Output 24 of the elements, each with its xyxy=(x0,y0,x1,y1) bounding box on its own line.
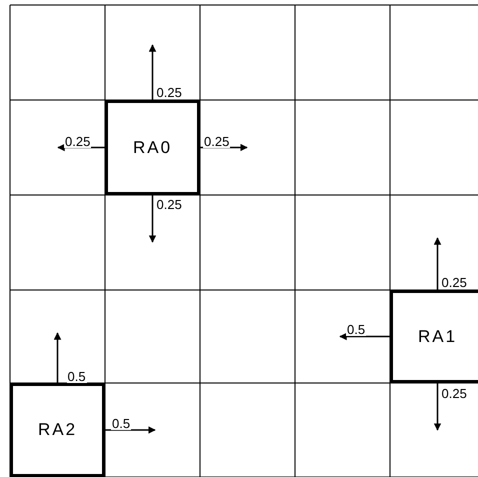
probability-label: 0.5 xyxy=(346,322,366,336)
state-box xyxy=(105,100,200,195)
state-label: RA0 xyxy=(132,138,172,158)
arrow xyxy=(434,237,442,290)
probability-label: 0.25 xyxy=(203,134,230,148)
arrow xyxy=(434,383,442,431)
arrow xyxy=(339,332,390,340)
arrow xyxy=(148,195,156,243)
state-label: RA2 xyxy=(38,420,78,440)
probability-label: 0.25 xyxy=(156,86,183,99)
state-box xyxy=(10,383,105,477)
probability-label: 0.5 xyxy=(111,417,132,430)
probability-label: 0.5 xyxy=(66,370,87,383)
arrow xyxy=(200,144,248,152)
probability-label: 0.25 xyxy=(440,387,468,400)
probability-label: 0.25 xyxy=(440,276,468,289)
arrow xyxy=(57,144,105,152)
state-label: RA1 xyxy=(418,326,458,346)
probability-label: 0.25 xyxy=(64,134,92,148)
arrow xyxy=(105,426,156,434)
probability-label: 0.25 xyxy=(156,198,183,211)
arrow xyxy=(54,332,62,383)
state-box xyxy=(390,290,478,383)
arrow xyxy=(148,44,156,100)
